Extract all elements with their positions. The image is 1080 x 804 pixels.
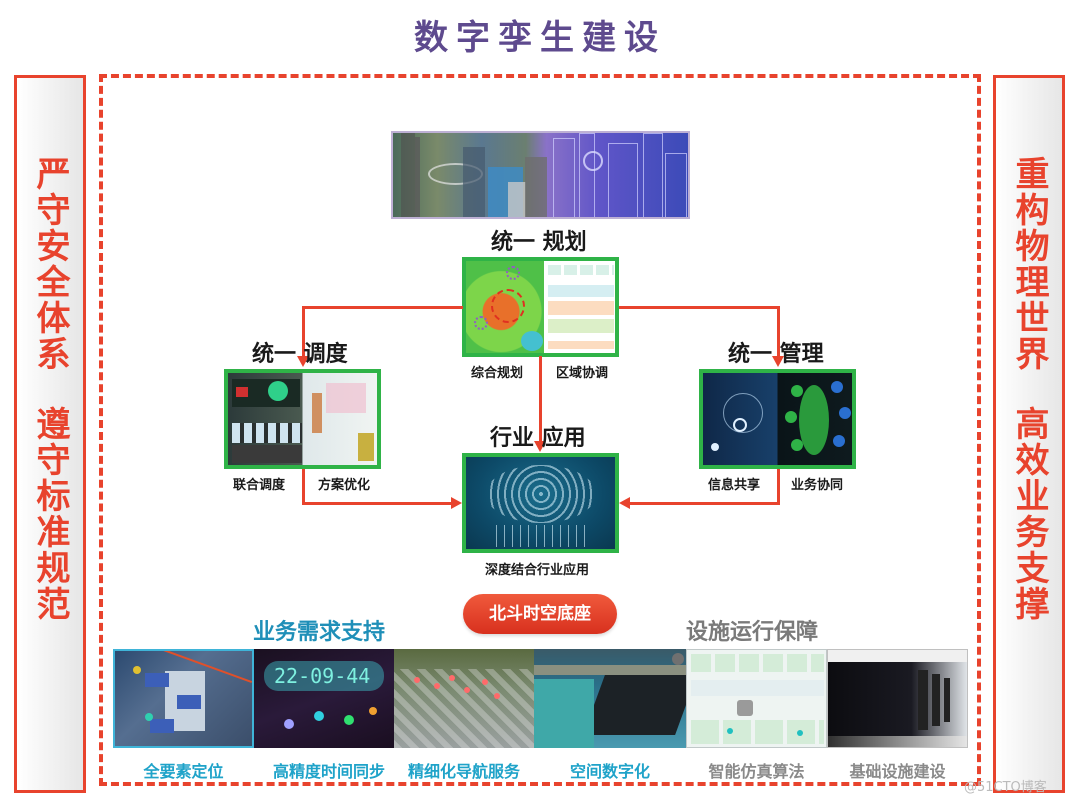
arrow-down-icon bbox=[534, 441, 546, 452]
connector-line bbox=[777, 306, 780, 358]
right-panel-line1: 重构物理世界 bbox=[1009, 156, 1049, 372]
dispatch-title: 统一 调度 bbox=[252, 342, 348, 367]
planning-caption-1: 综合规划 bbox=[471, 366, 524, 381]
business-support-title: 业务需求支持 bbox=[253, 620, 386, 645]
connector-line bbox=[777, 466, 780, 504]
right-goals-panel: 重构物理世界 高效业务支撑 bbox=[993, 75, 1065, 793]
network-management-image bbox=[699, 369, 856, 469]
facility-item-1: 智能仿真算法 bbox=[708, 762, 805, 781]
business-item-4: 空间数字化 bbox=[569, 762, 650, 781]
infrastructure-server-room-image bbox=[827, 649, 968, 748]
industry-title: 行业 应用 bbox=[490, 426, 586, 451]
management-caption-2: 业务协同 bbox=[791, 478, 844, 493]
navigation-service-image bbox=[394, 649, 534, 748]
city-digital-twin-image bbox=[391, 131, 690, 219]
facility-item-2: 基础设施建设 bbox=[849, 762, 946, 781]
connector-line bbox=[630, 502, 780, 505]
management-title: 统一 管理 bbox=[728, 342, 824, 367]
management-caption-1: 信息共享 bbox=[708, 478, 761, 493]
control-room-image bbox=[224, 369, 381, 469]
planning-caption-2: 区域协调 bbox=[556, 366, 609, 381]
left-principles-panel: 严守安全体系 遵守标准规范 bbox=[14, 75, 86, 793]
right-panel-line2: 高效业务支撑 bbox=[1009, 406, 1049, 622]
left-panel-line2: 遵守标准规范 bbox=[30, 406, 70, 622]
connector-line bbox=[302, 466, 305, 504]
spatial-digitization-image bbox=[534, 649, 686, 748]
arrow-down-icon bbox=[772, 356, 784, 367]
facility-support-title: 设施运行保障 bbox=[686, 620, 819, 645]
connector-line bbox=[302, 306, 463, 309]
main-dashed-frame bbox=[99, 74, 981, 786]
business-item-2: 高精度时间同步 bbox=[272, 762, 385, 781]
dispatch-caption-1: 联合调度 bbox=[233, 478, 286, 493]
planning-map-image bbox=[462, 257, 619, 357]
arrow-left-icon bbox=[619, 497, 630, 509]
watermark: @51CTO博客 bbox=[964, 780, 1047, 795]
page-title: 数字孪生建设 bbox=[414, 18, 666, 58]
iot-cloud-image bbox=[462, 453, 619, 553]
business-item-3: 精细化导航服务 bbox=[407, 762, 520, 781]
connector-line bbox=[539, 356, 542, 441]
connector-line bbox=[619, 306, 779, 309]
left-panel-line1: 严守安全体系 bbox=[30, 156, 70, 372]
beidou-spacetime-base-button[interactable]: 北斗时空底座 bbox=[463, 594, 617, 634]
industry-caption: 深度结合行业应用 bbox=[485, 563, 590, 578]
arrow-down-icon bbox=[297, 356, 309, 367]
time-sync-clock-image: 22-09-44 bbox=[254, 649, 394, 748]
all-element-positioning-image bbox=[113, 649, 254, 748]
connector-line bbox=[302, 306, 305, 358]
dispatch-caption-2: 方案优化 bbox=[318, 478, 371, 493]
clock-digits: 22-09-44 bbox=[274, 664, 371, 688]
simulation-algorithm-image bbox=[686, 649, 827, 748]
arrow-right-icon bbox=[451, 497, 462, 509]
planning-title: 统一 规划 bbox=[491, 230, 587, 255]
connector-line bbox=[302, 502, 452, 505]
business-item-1: 全要素定位 bbox=[143, 762, 224, 781]
